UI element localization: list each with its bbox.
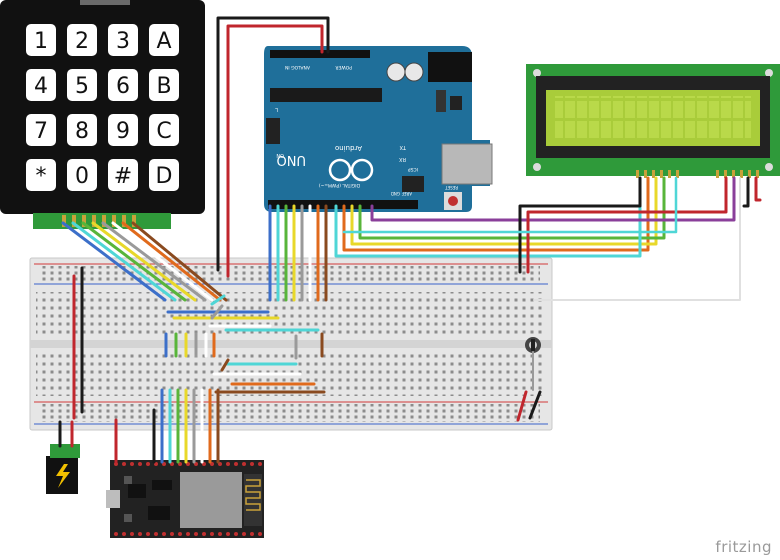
keypad-key-A[interactable]: A xyxy=(149,24,179,56)
keypad-key-label: D xyxy=(156,164,173,189)
keypad-key-label: # xyxy=(114,164,132,189)
keypad-key-8[interactable]: 8 xyxy=(67,114,97,146)
keypad-key-label: 8 xyxy=(75,119,89,144)
arduino-aref-label: AREF xyxy=(401,191,412,196)
keypad-key-1[interactable]: 1 xyxy=(26,24,56,56)
esp32-shield xyxy=(180,472,242,528)
keypad-key-B[interactable]: B xyxy=(149,69,179,101)
bolt-icon xyxy=(56,464,70,488)
keypad-key-label: 1 xyxy=(34,29,48,54)
keypad-key-D[interactable]: D xyxy=(149,159,179,191)
fritzing-watermark: fritzing xyxy=(715,538,772,556)
power-jack xyxy=(46,444,80,494)
keypad-key-label: 7 xyxy=(34,119,48,144)
keypad: 1 2 3 A 4 5 6 B 7 8 9 C * 0 # D xyxy=(0,0,205,229)
keypad-key-label: 0 xyxy=(75,164,89,189)
keypad-key-C[interactable]: C xyxy=(149,114,179,146)
arduino-power-label: POWER xyxy=(335,64,352,70)
keypad-key-label: * xyxy=(36,164,47,189)
keypad-keys: 1 2 3 A 4 5 6 B 7 8 9 C * 0 # D xyxy=(26,24,179,191)
arduino-on-label: ON xyxy=(276,152,284,158)
esp32-board xyxy=(106,460,264,538)
keypad-key-label: 9 xyxy=(116,119,130,144)
keypad-key-label: 4 xyxy=(34,74,48,99)
keypad-key-*[interactable]: * xyxy=(26,159,56,191)
arduino-logo-text: UNO xyxy=(277,152,306,167)
keypad-key-label: B xyxy=(156,74,171,99)
keypad-key-label: 6 xyxy=(116,74,130,99)
arduino-icsp-label: ICSP xyxy=(408,166,418,172)
lcd-16x2 xyxy=(526,64,780,178)
wires xyxy=(58,16,762,464)
keypad-key-#[interactable]: # xyxy=(108,159,138,191)
keypad-key-9[interactable]: 9 xyxy=(108,114,138,146)
keypad-key-4[interactable]: 4 xyxy=(26,69,56,101)
keypad-key-5[interactable]: 5 xyxy=(67,69,97,101)
arduino-gnd-label: GND xyxy=(391,191,400,196)
keypad-key-7[interactable]: 7 xyxy=(26,114,56,146)
arduino-uno: UNO Arduino TX RX ON L DIGITAL (PWM=~) A… xyxy=(264,46,493,212)
keypad-key-3[interactable]: 3 xyxy=(108,24,138,56)
arduino-brand-text: Arduino xyxy=(335,144,362,152)
arduino-tx-label: TX xyxy=(399,144,407,150)
keypad-key-label: 2 xyxy=(75,29,89,54)
keypad-key-label: 5 xyxy=(75,74,89,99)
keypad-key-label: C xyxy=(156,119,171,144)
breadboard xyxy=(29,257,553,431)
potentiometer xyxy=(525,337,541,353)
keypad-key-2[interactable]: 2 xyxy=(67,24,97,56)
keypad-key-0[interactable]: 0 xyxy=(67,159,97,191)
keypad-key-6[interactable]: 6 xyxy=(108,69,138,101)
arduino-digital-label: DIGITAL (PWM=~) xyxy=(319,182,360,188)
arduino-l-label: L xyxy=(275,106,278,112)
keypad-key-label: 3 xyxy=(116,29,130,54)
arduino-analog-label: ANALOG IN xyxy=(285,64,310,70)
keypad-key-label: A xyxy=(156,29,171,54)
arduino-reset-label: RESET xyxy=(445,185,458,190)
arduino-rx-label: RX xyxy=(399,156,406,162)
